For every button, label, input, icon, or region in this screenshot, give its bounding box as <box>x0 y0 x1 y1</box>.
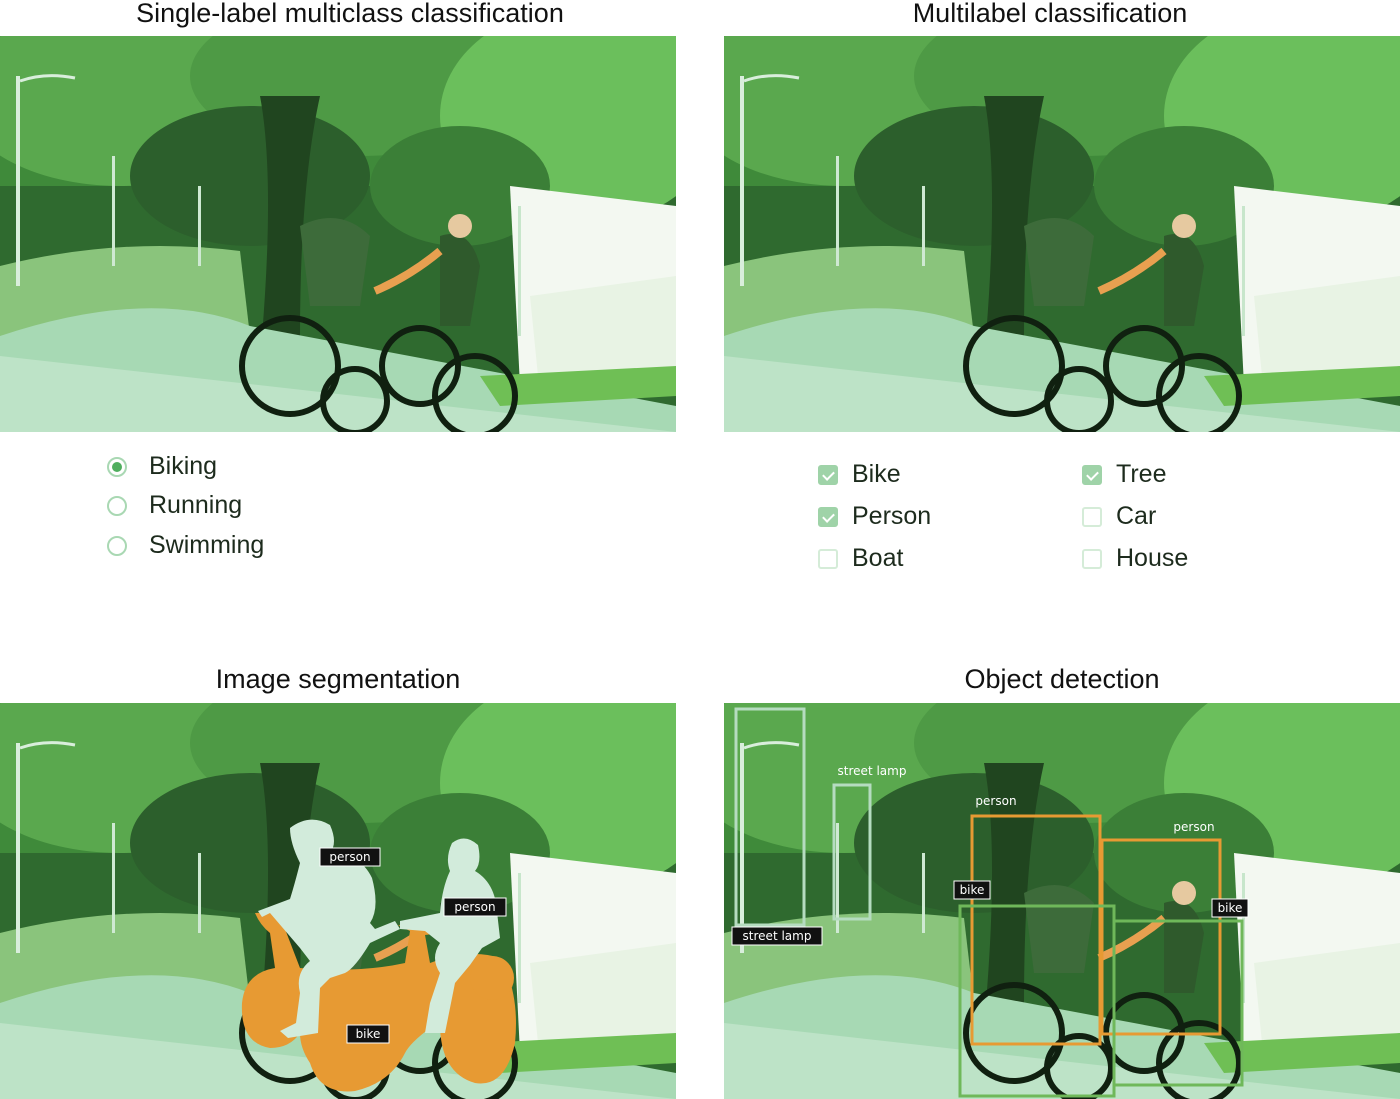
label-person-1: person <box>319 847 381 867</box>
svg-text:bike: bike <box>960 883 985 897</box>
svg-text:person: person <box>1173 820 1214 834</box>
radio-empty-icon[interactable] <box>107 495 127 516</box>
detection-photo: street lamp street lamp person person bi… <box>724 703 1400 1099</box>
checkbox-checked-icon[interactable] <box>1082 464 1102 485</box>
label-street-lamp-1: street lamp <box>731 926 823 946</box>
radio-selected-icon[interactable] <box>107 456 127 477</box>
segmentation-photo: person person bike <box>0 703 676 1099</box>
label-bike: bike <box>346 1024 390 1044</box>
radio-option-swimming[interactable]: Swimming <box>107 531 264 560</box>
checkbox-option-boat[interactable]: Boat <box>818 544 903 573</box>
multilabel-title: Multilabel classification <box>912 0 1188 28</box>
detection-title: Object detection <box>964 664 1160 694</box>
box-bike-2 <box>1112 919 1244 1087</box>
box-street-lamp-2 <box>832 783 872 921</box>
checkbox-empty-icon[interactable] <box>1082 506 1102 527</box>
svg-text:person: person <box>975 794 1016 808</box>
radio-label: Running <box>149 491 243 519</box>
single-label-title: Single-label multiclass classification <box>136 0 564 28</box>
label-person-2: person <box>1173 820 1214 834</box>
label-person-2: person <box>443 897 507 917</box>
person-mask-left <box>258 819 400 1038</box>
checkbox-label: Bike <box>852 460 901 488</box>
checkbox-option-person[interactable]: Person <box>818 502 931 531</box>
checkbox-label: Person <box>852 502 932 530</box>
checkbox-checked-icon[interactable] <box>818 506 838 527</box>
radio-option-running[interactable]: Running <box>107 491 242 520</box>
bike-mask <box>241 911 516 1092</box>
checkbox-option-bike[interactable]: Bike <box>818 460 901 489</box>
checkbox-option-tree[interactable]: Tree <box>1082 460 1166 489</box>
radio-option-biking[interactable]: Biking <box>107 452 217 481</box>
bike-wheel-mask <box>470 956 514 1000</box>
label-person-1: person <box>975 794 1016 808</box>
svg-text:person: person <box>454 900 495 914</box>
single-label-photo <box>0 36 676 432</box>
checkbox-label: Boat <box>852 544 904 572</box>
radio-empty-icon[interactable] <box>107 535 127 556</box>
checkbox-checked-icon[interactable] <box>818 464 838 485</box>
checkbox-option-house[interactable]: House <box>1082 544 1188 573</box>
segmentation-title: Image segmentation <box>215 664 461 694</box>
svg-text:street lamp: street lamp <box>838 764 907 778</box>
label-street-lamp-2: street lamp <box>838 764 907 778</box>
checkbox-label: Car <box>1116 502 1157 530</box>
checkbox-label: House <box>1116 544 1189 572</box>
checkbox-label: Tree <box>1116 460 1167 488</box>
box-person-2 <box>1100 838 1222 1036</box>
svg-text:person: person <box>329 850 370 864</box>
svg-text:street lamp: street lamp <box>743 929 812 943</box>
person-mask-right <box>400 838 500 1033</box>
checkbox-option-car[interactable]: Car <box>1082 502 1156 531</box>
svg-text:bike: bike <box>1218 901 1243 915</box>
label-bike-1: bike <box>953 880 991 900</box>
box-person-1 <box>970 814 1102 1046</box>
box-street-lamp-1 <box>734 707 806 927</box>
multilabel-photo <box>724 36 1400 432</box>
checkbox-empty-icon[interactable] <box>1082 548 1102 569</box>
label-bike-2: bike <box>1211 898 1249 918</box>
svg-text:bike: bike <box>356 1027 381 1041</box>
checkbox-empty-icon[interactable] <box>818 548 838 569</box>
radio-label: Swimming <box>149 531 265 559</box>
radio-label: Biking <box>149 452 218 480</box>
